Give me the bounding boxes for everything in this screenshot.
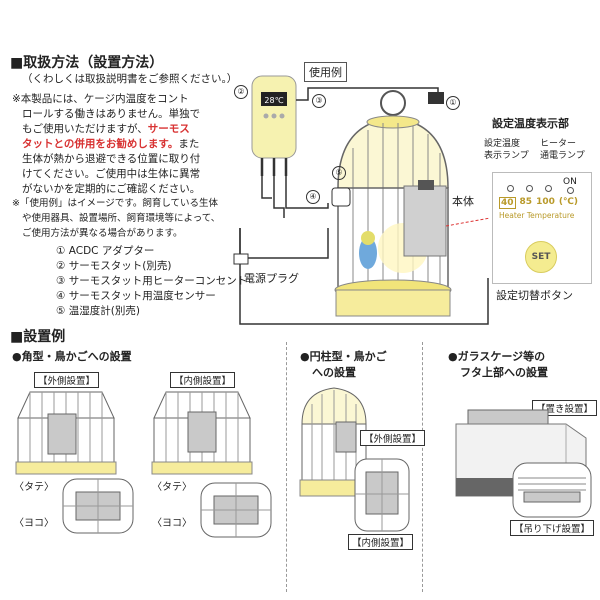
part-item: ③ サーモスタット用ヒーターコンセント (56, 275, 248, 287)
warning-line-7: がないかを定期的にご確認ください。 (22, 183, 201, 195)
svg-text:28℃: 28℃ (264, 96, 283, 105)
honntai-label: 本体 (452, 195, 474, 208)
tate-label-2: 〈タテ〉 (152, 482, 192, 493)
temp-unit: (℃) (558, 197, 578, 207)
part-item: ① ACDC アダプター (56, 245, 155, 257)
temp-85: 85 (519, 197, 533, 207)
control-panel: ON 40 85 100 (℃) Heater Temperature SET (492, 172, 592, 284)
temp-100: 100 (536, 197, 555, 207)
separator-1 (286, 342, 287, 592)
usage-section-title: ■取扱方法（設置方法） (10, 55, 164, 71)
callout-4: ④ (306, 190, 320, 204)
lamp-icon (507, 185, 514, 192)
heater-body-icon (403, 180, 447, 257)
warning-line-6: けてください。ご使用中は生体に異常 (22, 168, 201, 180)
yoko-label-1: 〈ヨコ〉 (14, 518, 54, 529)
glass-cage-title-1: ●ガラスケージ等の (448, 350, 546, 363)
round-cage-title-2: への設置 (312, 366, 356, 379)
warning-red-2: タットとの併用をお勧めします。 (22, 138, 179, 150)
warning-red-1: サーモス (147, 123, 190, 135)
on-label: ON (563, 177, 577, 187)
usage-example-label: 使用例 (304, 62, 347, 82)
image-note-line-3: ご使用方法が異なる場合があります。 (22, 228, 183, 239)
square-cage-title: ●角型・鳥かごへの設置 (12, 350, 132, 363)
power-plug-label: 電源プラグ (244, 272, 299, 285)
warning-line-5: 生体が熱から退避できる位置に取り付 (22, 153, 201, 165)
warning-line-1: ※本製品には、ケージ内温度をコント (12, 93, 189, 105)
callout-1: ① (446, 96, 460, 110)
part-item: ⑤ 温湿度計(別売) (56, 305, 140, 317)
temp-40: 40 (499, 197, 516, 209)
usage-illustration: 28℃ (233, 75, 491, 325)
set-button[interactable]: SET (525, 241, 557, 273)
image-note: ※「使用例」はイメージです。飼育している生体 や使用器具、設置場所、飼育環境等に… (12, 196, 220, 241)
switch-button-label: 設定切替ボタン (496, 289, 573, 302)
callout-3: ③ (312, 94, 326, 108)
part-item: ④ サーモスタット用温度センサー (56, 290, 216, 302)
callout-2: ② (234, 85, 248, 99)
inside-install-tag-1: 【内側設置】 (170, 372, 236, 388)
warning-line-4: タットとの併用をお勧めします。また (22, 138, 200, 150)
budgie-icon (359, 231, 377, 269)
round-inside-detail (354, 458, 410, 532)
hang-detail (512, 462, 592, 518)
round-cage-title-1: ●円柱型・鳥かご (300, 350, 387, 363)
yoko-detail-2 (200, 482, 272, 538)
separator-2 (422, 342, 423, 592)
outside-install-tag-1: 【外側設置】 (34, 372, 100, 388)
warning-line-2: ロールする働きはありません。単独で (22, 108, 201, 120)
yoko-label-2: 〈ヨコ〉 (152, 518, 192, 529)
install-section-title: ■設置例 (10, 329, 66, 345)
round-outside-tag: 【外側設置】 (360, 430, 426, 446)
glass-cage-title-2: フタ上部への設置 (460, 366, 548, 379)
warning-line-3: もご使用いただけますが、サーモス (22, 123, 190, 135)
warning-block: ※本製品には、ケージ内温度をコント ロールする働きはありません。単独で もご使用… (12, 92, 200, 197)
lamp-icon (545, 185, 552, 192)
temp-values: 40 85 100 (℃) (499, 197, 578, 209)
temp-display-title: 設定温度表示部 (492, 117, 569, 130)
heater-on-lamp (567, 187, 574, 194)
lamp-row (507, 185, 552, 192)
image-note-line-1: ※「使用例」はイメージです。飼育している生体 (12, 198, 219, 209)
parts-list: ① ACDC アダプター ② サーモスタット(別売) ③ サーモスタット用ヒータ… (56, 244, 247, 319)
image-note-line-2: や使用器具、設置場所、飼育環境等によって、 (22, 213, 221, 224)
square-cage-outside (15, 391, 117, 475)
detail-note: （くわしくは取扱説明書をご参照ください。） (22, 73, 238, 85)
round-inside-tag: 【内側設置】 (348, 534, 414, 550)
heater-temp-label: Heater Temperature (499, 211, 575, 220)
tate-label-1: 〈タテ〉 (14, 482, 54, 493)
heater-lamp-label: ヒーター 通電ランプ (540, 139, 585, 161)
part-item: ② サーモスタット(別売) (56, 260, 172, 272)
lamp-icon (526, 185, 533, 192)
square-cage-inside (151, 391, 253, 475)
thermostat-icon: 28℃ (251, 75, 297, 176)
temp-lamp-label: 設定温度 表示ランプ (484, 139, 529, 161)
hang-install-tag: 【吊り下げ設置】 (510, 520, 595, 536)
callout-5: ⑤ (332, 166, 346, 180)
yoko-detail-1 (62, 478, 134, 534)
round-cage (299, 387, 369, 497)
